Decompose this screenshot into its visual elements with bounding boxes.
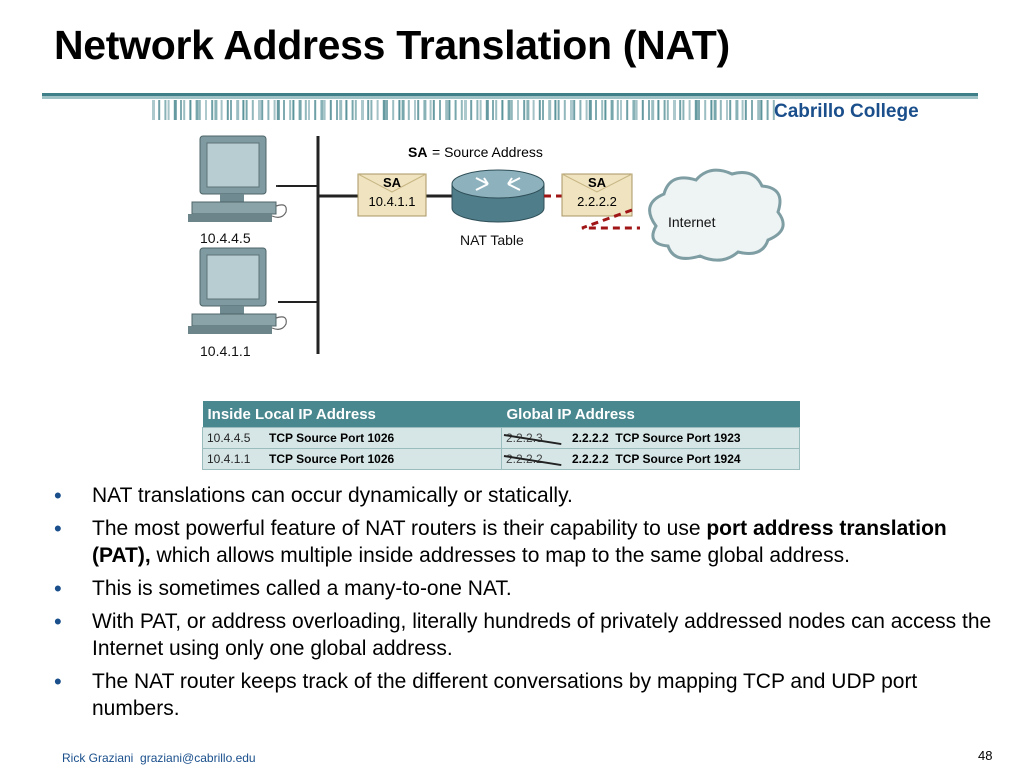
list-item: • The most powerful feature of NAT router… [52, 515, 992, 569]
footer-author: Rick Graziani [62, 751, 134, 765]
global-ip: 2.2.2.2 [572, 452, 609, 466]
inside-packet-label: SA [383, 175, 402, 190]
outside-packet-envelope: SA 2.2.2.2 [561, 173, 633, 217]
local-ip: 10.4.4.5 [207, 431, 251, 445]
global-port: TCP Source Port 1923 [615, 431, 741, 445]
list-item: • NAT translations can occur dynamically … [52, 482, 992, 509]
bullet-list: • NAT translations can occur dynamically … [52, 482, 992, 728]
host-2-ip: 10.4.1.1 [200, 343, 251, 359]
bullet-text: NAT translations can occur dynamically o… [92, 484, 573, 507]
outside-packet-address: 2.2.2.2 [577, 194, 617, 209]
router-icon [451, 169, 545, 223]
bullet-icon: • [54, 576, 62, 601]
table-header-global: Global IP Address [501, 401, 800, 428]
local-port: TCP Source Port 1026 [269, 452, 395, 466]
page-number: 48 [978, 748, 993, 763]
host-1-ip: 10.4.4.5 [200, 230, 251, 246]
local-port: TCP Source Port 1026 [269, 431, 395, 445]
table-header-inside-local: Inside Local IP Address [202, 401, 502, 428]
list-item: • This is sometimes called a many-to-one … [52, 575, 992, 602]
bullet-text: The most powerful feature of NAT routers… [92, 517, 707, 540]
global-port: TCP Source Port 1924 [615, 452, 741, 466]
footer-email: graziani@cabrillo.edu [140, 751, 256, 765]
local-cell: 10.4.4.5 TCP Source Port 1026 [202, 427, 502, 449]
list-item: • With PAT, or address overloading, liter… [52, 608, 992, 662]
bullet-icon: • [54, 669, 62, 694]
inside-packet-address: 10.4.1.1 [369, 194, 416, 209]
bullet-icon: • [54, 516, 62, 541]
footer-credit: Rick Graziani graziani@cabrillo.edu [62, 751, 256, 765]
global-cell: 2.2.2.2 2.2.2.2 TCP Source Port 1924 [501, 448, 800, 470]
computer-icon [188, 247, 287, 334]
internet-cloud-icon [648, 168, 785, 262]
bullet-text: which allows multiple inside addresses t… [150, 544, 850, 567]
sa-legend-key: SA [408, 144, 427, 160]
list-item: • The NAT router keeps track of the diffe… [52, 668, 992, 722]
old-global-ip: 2.2.2.2 [506, 452, 568, 466]
sa-legend-text: = Source Address [432, 144, 543, 160]
bullet-text: The NAT router keeps track of the differ… [92, 670, 918, 720]
old-global-ip: 2.2.2.3 [506, 431, 568, 445]
slide-title: Network Address Translation (NAT) [54, 22, 730, 68]
outside-packet-label: SA [588, 175, 607, 190]
nat-table-label: NAT Table [460, 232, 524, 248]
brand-logo-text: Cabrillo College [774, 101, 919, 122]
global-cell: 2.2.2.3 2.2.2.2 TCP Source Port 1923 [501, 427, 800, 449]
computer-icon [188, 135, 318, 222]
internet-label: Internet [668, 214, 716, 230]
nat-diagram: 10.4.4.5 10.4.1.1 SA = Source Address SA… [170, 130, 810, 390]
bullet-icon: • [54, 483, 62, 508]
bullet-emphasis: port address translation (PAT), [92, 517, 947, 567]
bullet-icon: • [54, 609, 62, 634]
bullet-text: This is sometimes called a many-to-one N… [92, 577, 512, 600]
nat-translation-table: Inside Local IP Address Global IP Addres… [202, 401, 800, 470]
inside-packet-envelope: SA 10.4.1.1 [357, 173, 427, 217]
local-ip: 10.4.1.1 [207, 452, 251, 466]
local-cell: 10.4.1.1 TCP Source Port 1026 [202, 448, 502, 470]
bullet-text: With PAT, or address overloading, litera… [92, 610, 992, 660]
header-banner [42, 93, 978, 120]
global-ip: 2.2.2.2 [572, 431, 609, 445]
